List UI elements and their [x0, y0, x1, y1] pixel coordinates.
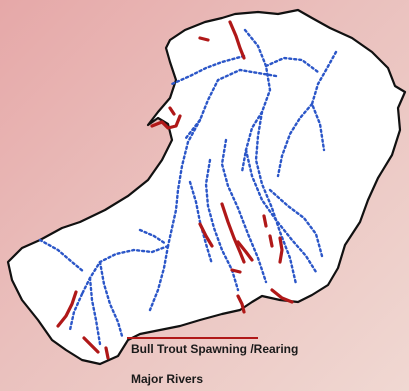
major-rivers: [38, 28, 338, 346]
spawning-segment: [230, 268, 242, 274]
spawning-segment: [198, 36, 210, 42]
spawning-segment: [262, 214, 268, 228]
river-segment: [268, 188, 324, 258]
spawning-segment: [236, 294, 246, 314]
river-segment: [276, 102, 314, 178]
river-segment: [38, 238, 86, 274]
river-segment: [98, 260, 124, 338]
river-segment: [138, 228, 168, 246]
spawning-segment: [104, 346, 110, 360]
river-segment: [188, 180, 214, 266]
spawning-segment: [82, 336, 100, 354]
river-segment: [166, 118, 202, 248]
spawning-segment: [168, 106, 176, 116]
spawning-segment: [198, 222, 214, 248]
river-segment: [244, 148, 318, 274]
river-segment: [148, 244, 170, 312]
legend-spawning-label: Bull Trout Spawning /Rearing: [131, 342, 299, 356]
spawning-segment: [270, 288, 294, 304]
river-segment: [184, 68, 278, 140]
spawning-segment: [278, 236, 284, 264]
river-segment: [264, 56, 320, 74]
legend-rivers-label: Major Rivers: [131, 372, 204, 386]
spawning-segment: [228, 20, 246, 60]
river-segment: [68, 292, 84, 332]
river-segment: [88, 276, 102, 346]
river-segment: [254, 110, 298, 286]
spawning-segment: [56, 290, 78, 328]
river-segment: [220, 138, 268, 284]
river-segment: [310, 50, 338, 152]
spawning-segment: [220, 202, 246, 264]
bull-trout-spawning-segments: [56, 20, 294, 360]
river-segment: [240, 28, 272, 174]
spawning-segment: [150, 114, 182, 130]
spawning-segment: [268, 234, 274, 248]
spawning-segment: [236, 240, 254, 262]
river-segment: [170, 54, 246, 86]
